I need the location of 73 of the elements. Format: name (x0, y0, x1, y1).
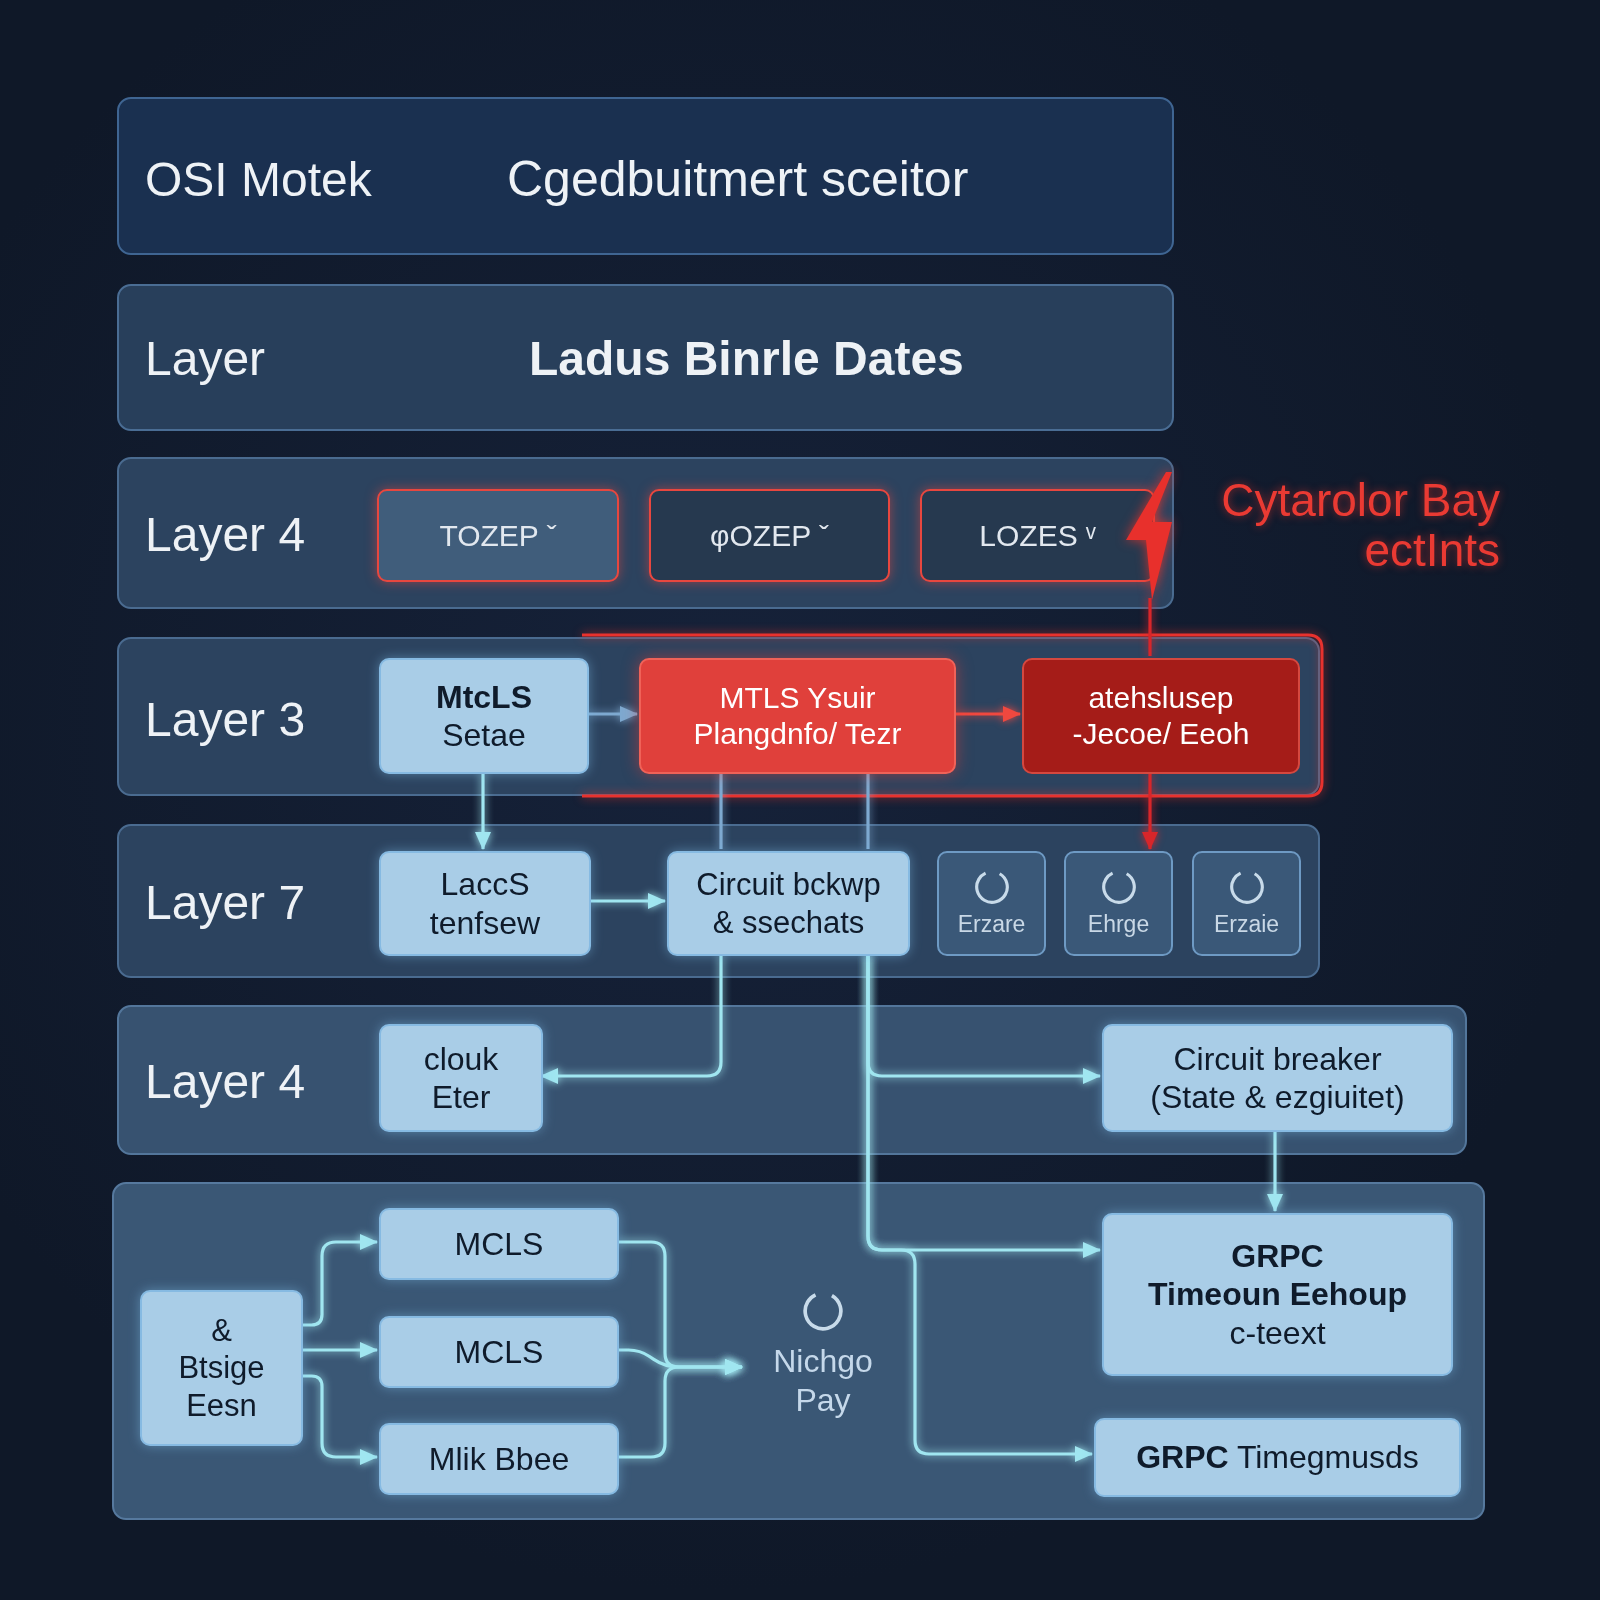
arrow (866, 954, 1093, 1462)
arrow (301, 1234, 378, 1327)
status-box (1064, 851, 1173, 956)
node-label: MCLS (454, 1332, 544, 1372)
node-title: Timeoun Eehoup (1148, 1275, 1407, 1314)
process-box (379, 1024, 543, 1132)
highlighted-box (649, 489, 890, 582)
node-label: Mlik Bbee (428, 1439, 570, 1479)
node-label: & Btsige Eesn (178, 1312, 265, 1424)
connector-line (866, 772, 870, 849)
node-label: Circuit bckwp & ssechats (695, 866, 882, 941)
node-label: Setae (442, 716, 526, 755)
layer-band (117, 97, 1174, 255)
process-box (667, 851, 910, 956)
layer-label: Layer 7 (145, 875, 306, 931)
layer-label: Layer (145, 331, 266, 387)
status-box (1192, 851, 1301, 956)
arrow (954, 706, 1021, 722)
layer-label: Layer 4 (145, 1054, 306, 1110)
node-label: GRPC Timegmusds (1136, 1438, 1419, 1477)
alert-box (639, 658, 956, 774)
layer-band (117, 457, 1174, 609)
connector-line (1148, 598, 1152, 656)
arrow (587, 706, 638, 722)
layer-band (117, 1005, 1467, 1155)
node-label: LaccS tenfsew (429, 865, 541, 942)
process-box (1094, 1418, 1461, 1497)
arrow (1142, 772, 1158, 850)
layer-label: Layer 4 (145, 507, 306, 563)
process-box (379, 1316, 619, 1388)
process-box (379, 851, 591, 956)
connector-line (719, 772, 723, 849)
layer-band (117, 284, 1174, 431)
arrow (301, 1374, 378, 1465)
alert-box (1022, 658, 1300, 774)
node-title: GRPC (1231, 1236, 1324, 1276)
node-label: TOZEP ˇ (439, 517, 557, 554)
process-box (379, 1208, 619, 1280)
arrow (540, 954, 723, 1084)
arrow (617, 1359, 743, 1459)
arrow (475, 772, 491, 850)
node-label: clouk Eter (423, 1039, 499, 1117)
layer-label: OSI Motek (145, 152, 372, 208)
node-label: Nichgo Pay (773, 1342, 873, 1419)
process-box (379, 1423, 619, 1495)
node-label: MTLS Ysuir Plangdnfo/ Tezr (692, 680, 903, 752)
node-label: Circuit breaker (State & ezgiuitet) (1149, 1039, 1406, 1117)
status-label: Erzare (957, 910, 1026, 939)
layer-panel (112, 1182, 1485, 1520)
layer-label: Layer 3 (145, 692, 306, 748)
arrow (301, 1342, 378, 1358)
layer-title: Ladus Binrle Dates (529, 331, 964, 387)
status-label: Erzaie (1213, 910, 1280, 939)
callout-text: Cytarolor Bay ectInts (1220, 476, 1500, 576)
arrow (1267, 1130, 1283, 1212)
status-label: Ehrge (1087, 910, 1150, 939)
status-box (937, 851, 1046, 956)
layer-title: Cgedbuitmert sceitor (507, 151, 969, 209)
node-label: c-teext (1229, 1313, 1326, 1353)
node-title: MtcLS (436, 677, 532, 716)
node-label: MCLS (454, 1224, 544, 1264)
highlighted-box (920, 489, 1155, 582)
arrow (589, 893, 666, 909)
process-box (379, 658, 589, 774)
highlighted-box (377, 489, 619, 582)
node-label: φOZEP ˇ (710, 517, 829, 554)
process-box (140, 1290, 303, 1446)
process-box (1102, 1213, 1453, 1376)
process-box (1102, 1024, 1453, 1132)
layer-band (117, 637, 1320, 796)
node-label: atehslusep ‑Jecoe/ Eeoh (1071, 680, 1251, 752)
node-label: LOZES ᵛ (979, 517, 1096, 554)
layer-band (117, 824, 1320, 978)
